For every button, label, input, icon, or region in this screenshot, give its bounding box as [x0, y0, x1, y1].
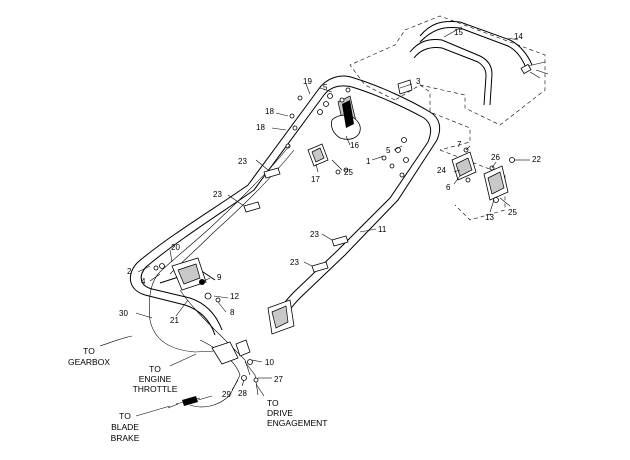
callout-28: 28 — [238, 389, 247, 398]
cable-ties — [243, 167, 349, 273]
callout-11: 11 — [378, 225, 387, 234]
drive-line-1: TO — [267, 398, 279, 408]
gearbox-line-2: GEARBOX — [68, 357, 110, 367]
callout-9: 9 — [217, 273, 222, 282]
callout-23b: 23 — [213, 190, 222, 199]
callout-5a: 5 — [323, 83, 328, 92]
lower-right-bracket — [211, 299, 295, 383]
callout-26: 26 — [491, 153, 500, 162]
callout-22: 22 — [532, 155, 541, 164]
callout-2: 2 — [127, 267, 132, 276]
blade-brake-spring — [167, 395, 213, 409]
callout-numbers: 1 2 3 4 5 5 6 7 8 9 10 11 12 13 14 15 16… — [119, 28, 541, 399]
gearbox-line-1: TO — [83, 346, 95, 356]
callout-6: 6 — [446, 183, 451, 192]
callout-8: 8 — [230, 308, 235, 317]
callout-25a: 25 — [344, 168, 353, 177]
callout-1: 1 — [366, 157, 371, 166]
callout-14: 14 — [514, 32, 523, 41]
callout-25b: 25 — [508, 208, 517, 217]
label-to-blade-brake: TO BLADE BRAKE — [111, 411, 140, 443]
callout-20: 20 — [171, 243, 180, 252]
drive-line-2: DRIVE — [267, 408, 293, 418]
hardware-dots — [285, 87, 409, 178]
assembly-outline-top — [349, 15, 546, 221]
leader-lines — [99, 26, 530, 417]
callout-17: 17 — [311, 175, 320, 184]
callout-23c: 23 — [310, 230, 319, 239]
control-lever — [331, 95, 361, 140]
callout-4: 4 — [141, 277, 146, 286]
callout-18b: 18 — [256, 123, 265, 132]
cables — [149, 144, 295, 408]
side-bracket-assembly — [451, 147, 515, 203]
pivot-bracket — [153, 257, 221, 303]
label-to-engine-throttle: TO ENGINE THROTTLE — [133, 364, 178, 394]
brake-line-2: BLADE — [111, 422, 139, 432]
throttle-line-1: TO — [149, 364, 161, 374]
throttle-line-3: THROTTLE — [133, 384, 178, 394]
callout-7: 7 — [457, 140, 462, 149]
callout-16: 16 — [350, 141, 359, 150]
callout-23a: 23 — [238, 157, 247, 166]
callout-30: 30 — [119, 309, 128, 318]
callout-19: 19 — [303, 77, 312, 86]
callout-29: 29 — [222, 390, 231, 399]
throttle-line-2: ENGINE — [139, 374, 172, 384]
callout-13: 13 — [485, 213, 494, 222]
handle-assembly — [129, 75, 441, 336]
callout-18a: 18 — [265, 107, 274, 116]
callout-3: 3 — [416, 77, 421, 86]
callout-10: 10 — [265, 358, 274, 367]
label-to-drive-engagement: TO DRIVE ENGAGEMENT — [267, 398, 327, 428]
callout-23d: 23 — [290, 258, 299, 267]
callout-24: 24 — [437, 166, 446, 175]
callout-12: 12 — [230, 292, 239, 301]
callout-21: 21 — [170, 316, 179, 325]
callout-15: 15 — [454, 28, 463, 37]
drive-line-3: ENGAGEMENT — [267, 418, 327, 428]
bail-rods — [409, 21, 549, 106]
part-17-bracket — [307, 143, 329, 167]
label-to-gearbox: TO GEARBOX — [68, 346, 110, 367]
callout-5b: 5 — [386, 146, 391, 155]
brake-line-1: TO — [119, 411, 131, 421]
callout-27: 27 — [274, 375, 283, 384]
brake-line-3: BRAKE — [111, 433, 140, 443]
part-3-bracket — [397, 79, 413, 95]
